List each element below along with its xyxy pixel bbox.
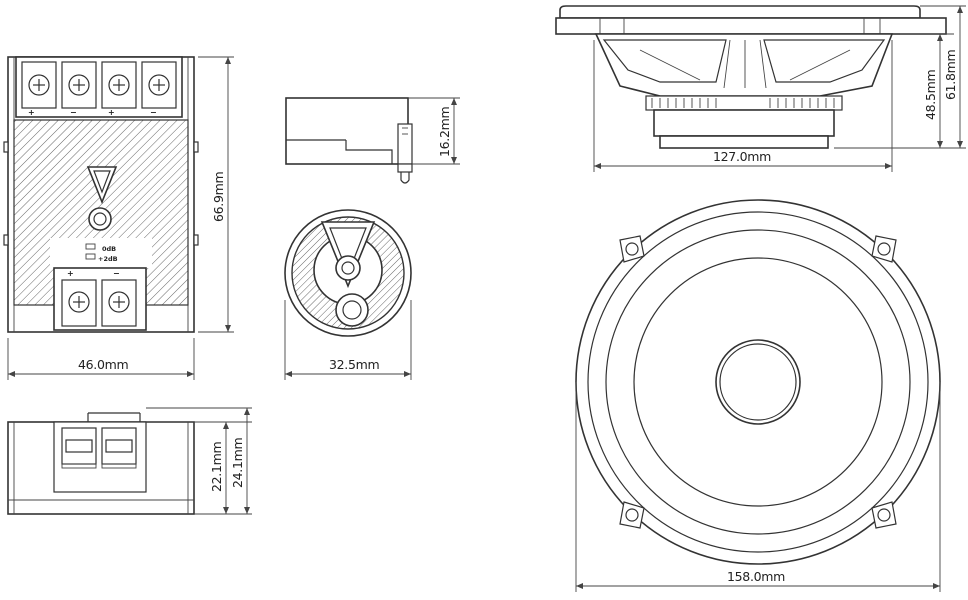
dim-crossover-height: 66.9mm: [198, 56, 234, 333]
polarity-minus: −: [113, 269, 120, 278]
woofer-depth-2-label: 61.8mm: [943, 49, 958, 100]
woofer-basket: [594, 33, 894, 97]
woofer-outer-label: 158.0mm: [727, 569, 785, 584]
tweeter-depth-label: 16.2mm: [437, 106, 452, 157]
polarity-minus: −: [70, 108, 77, 117]
crossover-height-label: 66.9mm: [211, 171, 226, 222]
tweeter-front-view: [284, 209, 412, 337]
terminal-screw-icon: [61, 279, 97, 327]
tweeter-side-view: [285, 97, 413, 184]
level-0db-label: 0dB: [102, 245, 116, 253]
crossover-side-h1-label: 22.1mm: [209, 441, 224, 492]
crossover-width-label: 46.0mm: [78, 357, 129, 372]
level-2db-label: +2dB: [98, 255, 118, 263]
dim-woofer-outer: 158.0mm: [575, 382, 941, 592]
crossover-top-view: + − + − 0dB +2dB + −: [3, 56, 199, 333]
dim-crossover-width: 46.0mm: [7, 338, 195, 380]
terminal-screw-icon: [21, 61, 57, 109]
woofer-side-view: [555, 5, 947, 149]
tweeter-diameter-label: 32.5mm: [329, 357, 380, 372]
tweeter-side-body: [285, 97, 409, 165]
woofer-dust-cap: [715, 339, 801, 425]
polarity-plus: +: [67, 269, 74, 278]
dim-woofer-basket: 127.0mm: [593, 40, 893, 172]
terminal-screw-icon: [61, 61, 97, 109]
dim-woofer-depth: 48.5mm 61.8mm: [834, 5, 966, 149]
mount-hole-icon: [619, 501, 645, 529]
woofer-front-view: [575, 199, 941, 565]
woofer-cone: [633, 257, 883, 507]
woofer-basket-label: 127.0mm: [713, 149, 771, 164]
polarity-minus: −: [150, 108, 157, 117]
tweeter-triangle-inner: [93, 170, 111, 194]
dim-tweeter-depth: 16.2mm: [408, 97, 460, 165]
tweeter-level-knob-icon: [335, 293, 369, 327]
polarity-plus: +: [108, 108, 115, 117]
dim-crossover-side: 22.1mm 24.1mm: [146, 407, 252, 515]
mount-hole-icon: [871, 235, 897, 263]
crossover-side-h2-label: 24.1mm: [230, 437, 245, 488]
terminal-screw-icon: [101, 61, 137, 109]
woofer-depth-1-label: 48.5mm: [923, 69, 938, 120]
level-knob-icon: [88, 207, 112, 231]
top-terminals: + − + −: [21, 61, 177, 117]
polarity-plus: +: [28, 108, 35, 117]
terminal-screw-icon: [101, 279, 137, 327]
dim-tweeter-diameter: 32.5mm: [284, 300, 412, 380]
mount-hole-icon: [871, 501, 897, 529]
woofer-surround: [605, 229, 911, 535]
mount-hole-icon: [619, 235, 645, 263]
woofer-vent-slots: [645, 95, 843, 111]
woofer-magnet: [653, 109, 835, 137]
tweeter-triangle-icon: [86, 166, 118, 205]
crossover-side-view: [7, 412, 195, 515]
terminal-screw-icon: [141, 61, 177, 109]
woofer-flange: [559, 5, 921, 19]
tweeter-triangle-icon: [320, 221, 376, 289]
